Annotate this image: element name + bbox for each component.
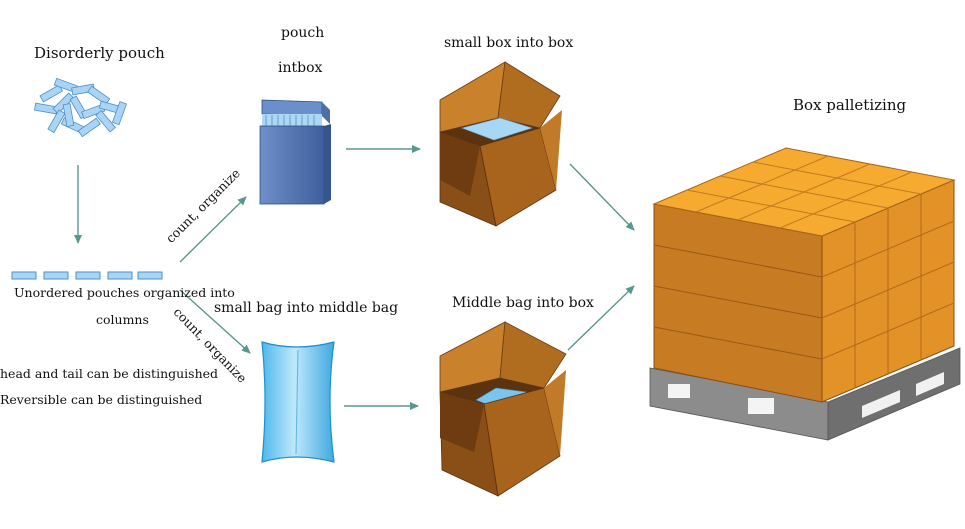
disorderly-pouch-cluster [34, 77, 128, 138]
arrow-middle-box-to-pallet [567, 285, 635, 351]
label-unordered-line1: Unordered pouches organized into [14, 285, 235, 300]
organized-pouch-row [11, 271, 163, 280]
flow-arrows [74, 145, 635, 410]
small-bag [261, 341, 335, 463]
label-intbox: intbox [278, 60, 323, 76]
pallet-stack [649, 147, 961, 441]
label-head-tail: head and tail can be distinguished [0, 366, 219, 381]
label-middle-bag-into-box: Middle bag into box [452, 295, 594, 311]
label-disorderly-pouch: Disorderly pouch [34, 44, 165, 62]
label-reversible: Reversible can be distinguished [0, 392, 203, 407]
arrow-small-box-to-pallet [569, 163, 635, 231]
label-pouch: pouch [281, 25, 325, 41]
label-small-bag-into-middle-bag: small bag into middle bag [214, 300, 399, 316]
label-small-box-into-box: small box into box [444, 35, 574, 51]
label-box-palletizing: Box palletizing [793, 96, 907, 114]
arrow-to-bag [179, 289, 251, 354]
label-unordered-line2: columns [96, 312, 149, 327]
arrow-to-intbox [179, 196, 247, 263]
middle-carton [439, 321, 567, 497]
inner-box [259, 99, 331, 205]
small-carton [439, 61, 562, 227]
